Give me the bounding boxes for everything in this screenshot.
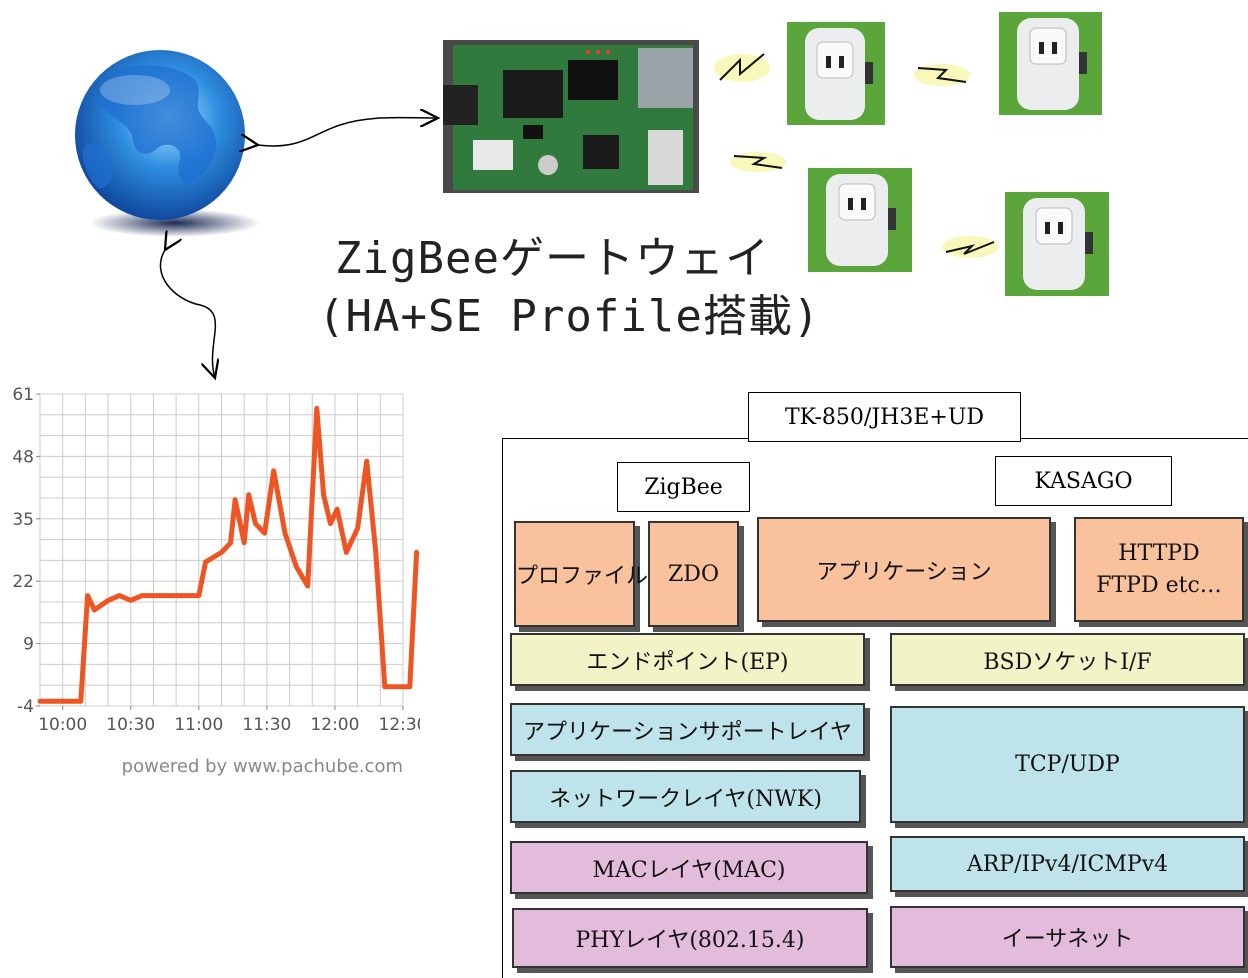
sensor-line-chart: 61 48 35 22 9 -4 10:00 10:30 11:00 11:30 12:00 12:… bbox=[12, 385, 420, 777]
httpd-label: HTTPD bbox=[1118, 540, 1200, 566]
mac-layer: MACレイヤ(MAC) bbox=[510, 841, 868, 894]
application-layer: アプリケーション bbox=[757, 517, 1051, 622]
smart-plug-2 bbox=[999, 12, 1102, 115]
httpd-layer: HTTPD FTPD etc… bbox=[1074, 517, 1244, 622]
chart-x-ticks: 10:00 10:30 11:00 11:30 12:00 12:30 bbox=[38, 706, 420, 735]
globe-icon bbox=[75, 50, 260, 237]
bsd-socket-layer: BSDソケットI/F bbox=[890, 633, 1245, 686]
lightning-icon bbox=[942, 236, 998, 258]
chart-y-tick-label: 9 bbox=[23, 635, 34, 655]
chart-series-line bbox=[37, 405, 420, 704]
chart-footer: powered by www.pachube.com bbox=[122, 756, 403, 777]
lightning-icon bbox=[714, 53, 770, 82]
board-label: TK-850/JH3E+UD bbox=[748, 392, 1021, 442]
smart-plug-4 bbox=[1005, 192, 1109, 296]
chart-y-tick-label: 35 bbox=[12, 510, 34, 530]
chart-y-tick-label: 61 bbox=[12, 385, 34, 405]
chart-x-tick-label: 10:00 bbox=[38, 715, 87, 735]
ftpd-label: FTPD etc… bbox=[1096, 572, 1222, 598]
chart-y-tick-label: 22 bbox=[12, 572, 34, 592]
zdo-layer: ZDO bbox=[648, 521, 739, 627]
chart-y-tick-label: 48 bbox=[12, 447, 34, 467]
phy-layer: PHYレイヤ(802.15.4) bbox=[512, 908, 868, 968]
circuit-board-image bbox=[443, 40, 699, 193]
kasago-label: KASAGO bbox=[995, 456, 1172, 506]
endpoint-layer: エンドポイント(EP) bbox=[510, 633, 865, 686]
globe-gateway-arrow bbox=[258, 118, 438, 146]
zigbee-label: ZigBee bbox=[617, 462, 750, 512]
smart-plug-1 bbox=[787, 22, 885, 125]
aps-layer: アプリケーションサポートレイヤ bbox=[510, 703, 865, 756]
chart-x-tick-label: 10:30 bbox=[106, 715, 155, 735]
chart-x-tick-label: 11:30 bbox=[242, 715, 291, 735]
connection-arrows bbox=[159, 0, 1248, 400]
chart-y-tick-label: -4 bbox=[17, 697, 34, 717]
nwk-layer: ネットワークレイヤ(NWK) bbox=[510, 770, 861, 823]
profile-layer: プロファイル bbox=[514, 521, 648, 627]
lightning-icon bbox=[730, 152, 786, 172]
smart-plug-3 bbox=[808, 168, 912, 272]
lightning-icon bbox=[914, 64, 970, 86]
gateway-subtitle: (HA+SE Profile搭載) bbox=[318, 291, 821, 342]
gateway-title: ZigBeeゲートウェイ bbox=[335, 233, 770, 284]
ethernet-layer: イーサネット bbox=[890, 906, 1245, 968]
chart-x-tick-label: 12:00 bbox=[310, 715, 359, 735]
globe-chart-arrow bbox=[159, 250, 215, 378]
chart-y-ticks: 61 48 35 22 9 -4 bbox=[12, 385, 40, 717]
chart-x-tick-label: 11:00 bbox=[174, 715, 223, 735]
tcp-udp-layer: TCP/UDP bbox=[890, 706, 1245, 823]
chart-x-tick-label: 12:30 bbox=[379, 715, 421, 735]
arp-layer: ARP/IPv4/ICMPv4 bbox=[890, 836, 1245, 892]
